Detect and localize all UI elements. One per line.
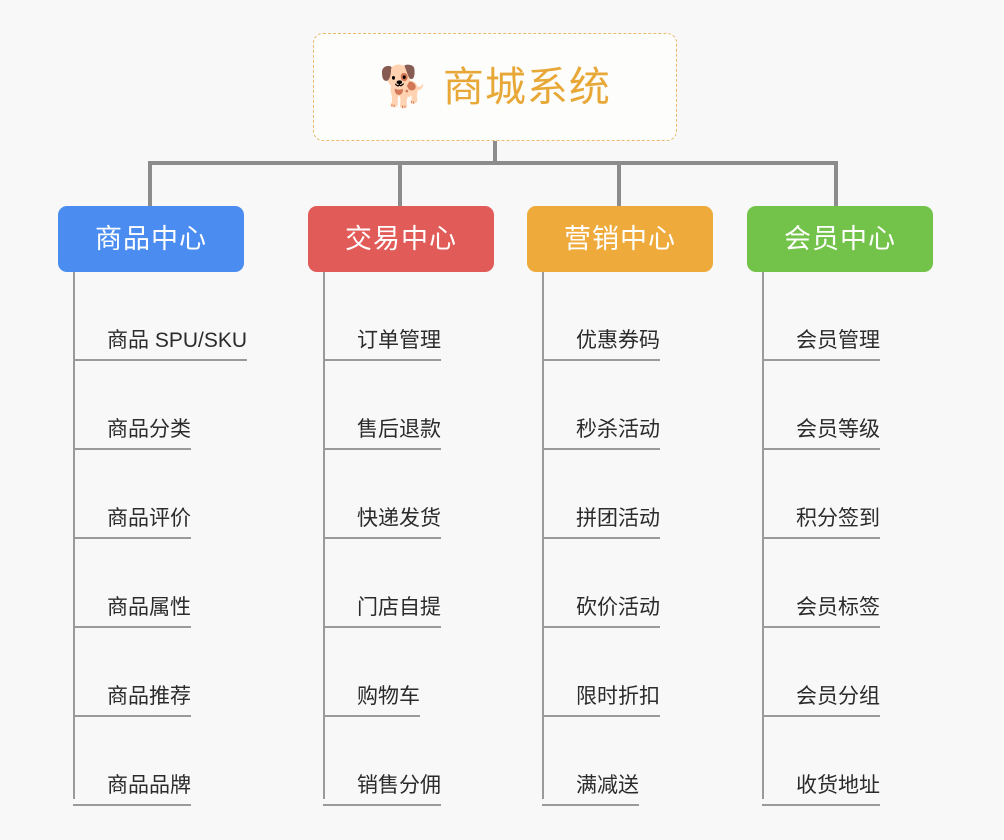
leaf-item[interactable]: 订单管理 <box>323 272 441 361</box>
leaf-label: 商品属性 <box>73 597 191 628</box>
leaf-item[interactable]: 商品推荐 <box>73 628 191 717</box>
category-label: 营销中心 <box>564 223 676 254</box>
leaf-label: 砍价活动 <box>542 597 660 628</box>
connector-drop-member-center <box>834 161 838 208</box>
leaf-item[interactable]: 秒杀活动 <box>542 361 660 450</box>
leaf-label: 销售分佣 <box>323 775 441 806</box>
leaf-label: 限时折扣 <box>542 686 660 717</box>
category-box-member-center[interactable]: 会员中心 <box>747 206 933 272</box>
leaf-spine <box>762 272 764 799</box>
leaf-label: 满减送 <box>542 775 639 806</box>
leaf-item[interactable]: 优惠券码 <box>542 272 660 361</box>
leaf-label: 会员标签 <box>762 597 880 628</box>
category-box-trade-center[interactable]: 交易中心 <box>308 206 494 272</box>
leaf-label: 会员等级 <box>762 419 880 450</box>
leaf-spine <box>73 272 75 799</box>
leaf-label: 秒杀活动 <box>542 419 660 450</box>
leaf-label: 购物车 <box>323 686 420 717</box>
leaf-item[interactable]: 会员分组 <box>762 628 880 717</box>
leaf-item[interactable]: 满减送 <box>542 717 639 806</box>
branch-marketing-center: 营销中心 优惠券码 秒杀活动 拼团活动 砍价活动 限时折扣 满减送 <box>527 206 713 806</box>
leaf-label: 拼团活动 <box>542 508 660 539</box>
connector-horizontal-bus <box>148 161 838 165</box>
branch-product-center: 商品中心 商品 SPU/SKU 商品分类 商品评价 商品属性 商品推荐 商品品牌 <box>58 206 248 806</box>
leaf-label: 商品分类 <box>73 419 191 450</box>
leaf-item[interactable]: 售后退款 <box>323 361 441 450</box>
leaf-label: 会员管理 <box>762 330 880 361</box>
category-label: 会员中心 <box>784 223 896 254</box>
leaf-item[interactable]: 快递发货 <box>323 450 441 539</box>
leaf-item[interactable]: 积分签到 <box>762 450 880 539</box>
connector-drop-trade-center <box>398 161 402 208</box>
root-node-shop-system[interactable]: 🐕 商城系统 <box>313 33 677 141</box>
category-box-product-center[interactable]: 商品中心 <box>58 206 244 272</box>
leaf-item[interactable]: 会员管理 <box>762 272 880 361</box>
leaf-item[interactable]: 门店自提 <box>323 539 441 628</box>
leaf-label: 门店自提 <box>323 597 441 628</box>
leaf-label: 商品评价 <box>73 508 191 539</box>
connector-drop-product-center <box>148 161 152 208</box>
leaf-label: 积分签到 <box>762 508 880 539</box>
leaf-item[interactable]: 商品 SPU/SKU <box>73 272 248 361</box>
leaf-item[interactable]: 购物车 <box>323 628 420 717</box>
leaf-item[interactable]: 会员标签 <box>762 539 880 628</box>
leaf-spine <box>542 272 544 799</box>
category-box-marketing-center[interactable]: 营销中心 <box>527 206 713 272</box>
shiba-dog-face-icon: 🐕 <box>379 65 429 109</box>
leaf-item[interactable]: 商品品牌 <box>73 717 191 806</box>
leaf-item[interactable]: 商品分类 <box>73 361 191 450</box>
leaf-item[interactable]: 商品属性 <box>73 539 191 628</box>
branch-member-center: 会员中心 会员管理 会员等级 积分签到 会员标签 会员分组 收货地址 <box>747 206 933 806</box>
leaf-label: 收货地址 <box>762 775 880 806</box>
leaf-item[interactable]: 拼团活动 <box>542 450 660 539</box>
leaf-label: 优惠券码 <box>542 330 660 361</box>
leaf-item[interactable]: 限时折扣 <box>542 628 660 717</box>
leaf-label: 售后退款 <box>323 419 441 450</box>
leaf-item[interactable]: 销售分佣 <box>323 717 441 806</box>
category-label: 商品中心 <box>95 223 207 254</box>
leaf-label: 快递发货 <box>323 508 441 539</box>
leaf-spine <box>323 272 325 799</box>
leaf-label: 会员分组 <box>762 686 880 717</box>
leaf-label: 商品品牌 <box>73 775 191 806</box>
category-label: 交易中心 <box>345 223 457 254</box>
leaf-label: 商品 SPU/SKU <box>73 330 248 361</box>
leaf-item[interactable]: 砍价活动 <box>542 539 660 628</box>
root-node-title: 商城系统 <box>442 63 611 110</box>
leaf-item[interactable]: 会员等级 <box>762 361 880 450</box>
connector-root-stem <box>493 141 497 163</box>
leaf-label: 商品推荐 <box>73 686 191 717</box>
connector-drop-marketing-center <box>617 161 621 208</box>
leaf-item[interactable]: 商品评价 <box>73 450 191 539</box>
leaf-label: 订单管理 <box>323 330 441 361</box>
leaf-item[interactable]: 收货地址 <box>762 717 880 806</box>
branch-trade-center: 交易中心 订单管理 售后退款 快递发货 门店自提 购物车 销售分佣 <box>308 206 494 806</box>
